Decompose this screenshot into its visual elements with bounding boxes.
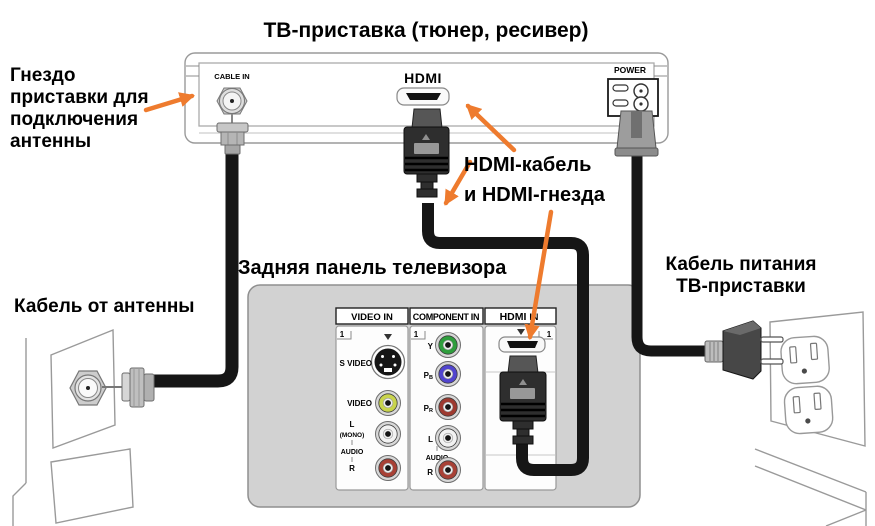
video-in-number: 1 <box>340 330 345 339</box>
callout-line: и HDMI-гнезда <box>464 184 606 206</box>
comp-audio-label: AUDIO <box>426 455 449 462</box>
antenna-cable <box>152 151 239 388</box>
comp-r-label: R <box>427 468 433 477</box>
y-label: Y <box>428 342 434 351</box>
rca-port-pr <box>435 394 461 420</box>
callout-line: HDMI-кабель <box>464 154 591 176</box>
component-in-column: COMPONENT IN 1 Y PB <box>409 307 484 491</box>
antenna-wall-jack <box>12 328 155 526</box>
rca-port-audio-l <box>375 421 401 447</box>
plug-prong-top <box>760 336 784 343</box>
callout-line: Гнездо <box>10 65 75 86</box>
hdmi-logo-box: HDMI <box>404 70 442 86</box>
callout-line: ТВ-приставки <box>676 276 806 297</box>
hdmi-in-number: 1 <box>547 330 552 339</box>
rca-port-comp-l <box>435 425 461 451</box>
video-in-column: VIDEO IN 1 S VIDEO VIDEO <box>335 307 409 491</box>
audio-l-label2: (MONO) <box>340 432 365 439</box>
cable-in-label: CABLE IN <box>214 72 249 81</box>
rca-port-comp-r <box>435 457 461 483</box>
outlet-socket-bottom <box>783 385 834 435</box>
callout-line: подключения <box>10 109 138 130</box>
component-in-number: 1 <box>414 330 419 339</box>
video-in-header: VIDEO IN <box>351 312 393 323</box>
audio-label: AUDIO <box>341 449 364 456</box>
comp-l-label: L <box>428 435 433 444</box>
rca-port-pb <box>435 361 461 387</box>
callout-power-cable: Кабель питания ТВ-приставки <box>666 254 817 297</box>
hdmi-plug-tv <box>499 355 547 445</box>
rca-port-y <box>435 332 461 358</box>
audio-r-label: R <box>349 464 355 473</box>
power-plug-box <box>614 110 659 157</box>
page-title: ТВ-приставка (тюнер, ресивер) <box>263 19 588 42</box>
cable-in-jack: CABLE IN <box>214 72 250 124</box>
coax-plug-box <box>216 122 249 155</box>
audio-l-label1: L <box>350 420 355 429</box>
callout-antenna-socket: Гнездо приставки для подключения антенны <box>10 65 149 152</box>
video-label: VIDEO <box>347 399 372 408</box>
power-cable <box>631 156 706 357</box>
arrow-to-hdmi-in <box>524 209 554 341</box>
power-inlet: POWER <box>607 65 659 117</box>
rca-port-audio-r <box>375 455 401 481</box>
baseboard-right <box>754 448 867 493</box>
outlet-socket-top <box>780 335 830 385</box>
callout-line: Кабель питания <box>666 254 817 275</box>
callout-line: антенны <box>10 131 91 152</box>
hdmi-port-box: HDMI <box>396 70 450 106</box>
plug-prong-bottom <box>760 358 784 365</box>
rca-port-video <box>375 390 401 416</box>
hdmi-cable <box>422 203 589 476</box>
pb-label: PB <box>424 371 433 381</box>
arrow-to-hdmi-cable <box>443 159 473 206</box>
outlet-wall-plate <box>769 311 866 447</box>
arrow-to-cable-in <box>143 92 195 113</box>
callout-line: приставки для <box>10 87 149 108</box>
svideo-port <box>370 344 406 380</box>
hdmi-in-marker <box>517 329 525 335</box>
arrow-to-hdmi-port <box>465 103 517 153</box>
power-plug-wall <box>704 320 784 380</box>
antenna-wall-plate <box>50 328 116 449</box>
wall-outlet <box>754 311 867 526</box>
tv-back-panel: VIDEO IN 1 S VIDEO VIDEO <box>247 284 641 508</box>
hdmi-port-tv <box>498 336 546 353</box>
pr-label: PR <box>424 404 433 414</box>
baseboard-left <box>50 448 134 524</box>
component-in-header: COMPONENT IN <box>413 312 479 322</box>
callout-antenna-cable: Кабель от антенны <box>14 296 195 317</box>
coax-plug-wall <box>121 367 155 408</box>
hdmi-plug-box <box>403 108 450 198</box>
callout-tv-back-panel: Задняя панель телевизора <box>238 257 507 279</box>
svideo-marker <box>384 334 392 340</box>
svideo-label: S VIDEO <box>340 359 372 368</box>
callout-hdmi: HDMI-кабель и HDMI-гнезда <box>464 154 606 206</box>
power-label: POWER <box>614 65 646 75</box>
